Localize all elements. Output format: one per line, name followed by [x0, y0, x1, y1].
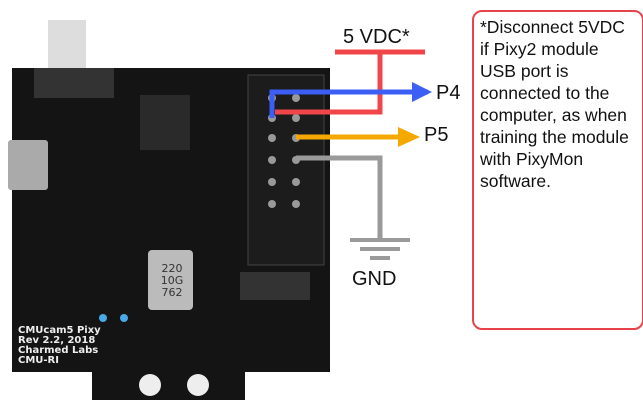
- silk-line: Charmed Labs: [18, 345, 99, 356]
- p4-arrow-icon: [412, 82, 432, 102]
- silk-line: Rev 2.2, 2018: [18, 335, 96, 346]
- capacitor-c53: [148, 250, 193, 310]
- vdc-label: 5 VDC*: [343, 26, 410, 48]
- p4-label: P4: [436, 82, 461, 104]
- cap-mark: 220: [162, 262, 183, 275]
- small-header: [240, 272, 310, 300]
- ground-symbol-icon: [350, 238, 410, 260]
- pad: [120, 314, 128, 322]
- button-actuator: [48, 20, 86, 70]
- vdc-wire: [275, 49, 425, 115]
- mount-hole: [187, 374, 209, 396]
- p4-wire: [269, 89, 428, 118]
- warning-note: *Disconnect 5VDC if Pixy2 module USB por…: [472, 10, 643, 330]
- silk-line: CMU-RI: [18, 355, 59, 366]
- header-connector: [247, 74, 325, 266]
- p5-label: P5: [424, 124, 449, 146]
- usb-port: [8, 140, 48, 190]
- chip-u5: [140, 95, 190, 150]
- silk-line: CMUcam5 Pixy: [18, 325, 101, 336]
- svg-text:10G: 10G: [161, 274, 184, 287]
- gnd-label: GND: [352, 268, 397, 290]
- gnd-wire: [296, 155, 383, 240]
- board-silkscreen: CMUcam5 Pixy Rev 2.2, 2018 Charmed Labs …: [18, 326, 101, 366]
- push-button: [34, 68, 114, 98]
- svg-text:762: 762: [162, 286, 183, 299]
- pad: [99, 314, 107, 322]
- mount-hole: [139, 374, 161, 396]
- p5-arrow-icon: [398, 127, 420, 147]
